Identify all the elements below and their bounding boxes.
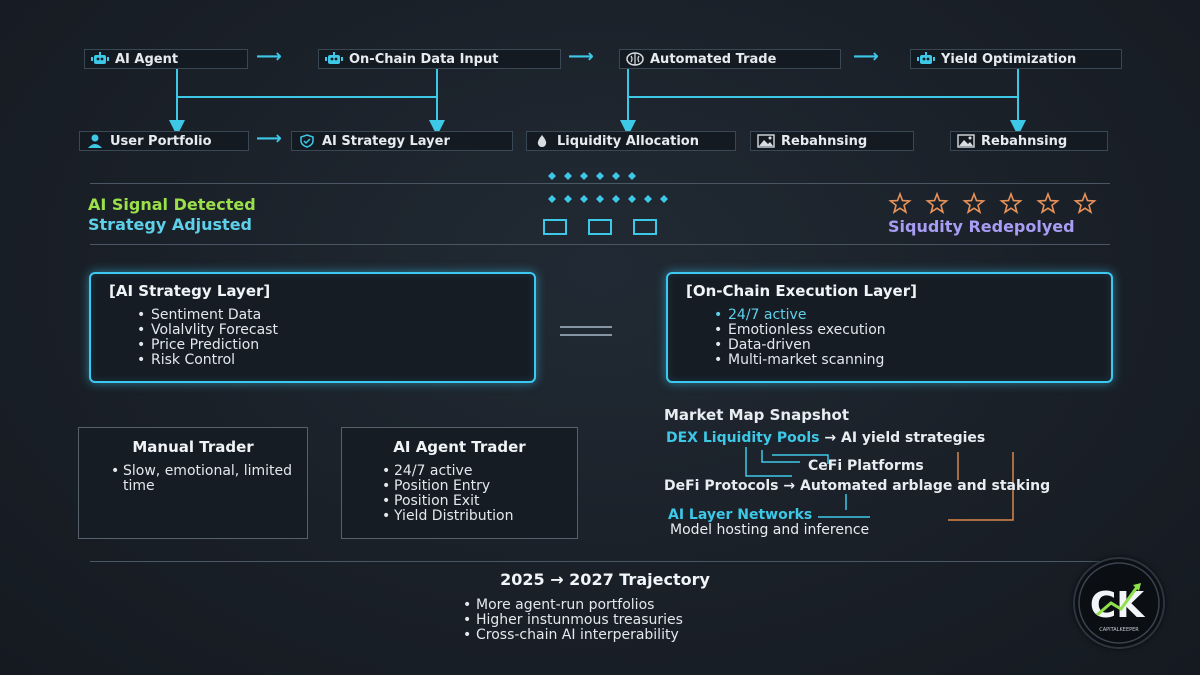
panel-title: [On-Chain Execution Layer]: [686, 282, 917, 300]
defi-label: DeFi Protocols: [664, 478, 779, 494]
robot-icon: [917, 52, 935, 66]
capitalkeeper-logo: CK CAPITALKEEPER: [1073, 557, 1165, 649]
market-map-ai-layer: AI Layer Networks: [668, 507, 813, 523]
trajectory-title: 2025 → 2027 Trajectory: [500, 570, 710, 589]
signal-liquidity-redeployed: Siqudity Redepolyed: [888, 217, 1075, 236]
flow-arrow: ⟶: [853, 46, 879, 67]
list-item: Cross-chain AI interperability: [476, 628, 683, 643]
divider: [90, 244, 1110, 245]
list-item: Volalvlity Forecast: [151, 323, 278, 338]
flow-box-label: User Portfolio: [110, 133, 212, 149]
card-list: 24/7 active Position Entry Position Exit…: [394, 464, 513, 524]
flow-box-label: Liquidity Allocation: [557, 133, 699, 149]
flow-arrow: ⟶: [256, 46, 282, 67]
brain-icon: [626, 52, 644, 66]
list-item: Position Exit: [394, 494, 513, 509]
star-icon: [1036, 192, 1060, 214]
trajectory-list: More agent-run portfolios Higher instunm…: [476, 598, 683, 643]
flow-box-label: AI Strategy Layer: [322, 133, 450, 149]
panel-list: Sentiment Data Volalvlity Forecast Price…: [151, 308, 278, 368]
logo-mark-icon: CK CAPITALKEEPER: [1078, 562, 1160, 644]
image-icon: [757, 134, 775, 148]
star-icon: [962, 192, 986, 214]
list-item: Position Entry: [394, 479, 513, 494]
signal-ai-detected: AI Signal Detected: [88, 195, 256, 214]
star-icon: [1073, 192, 1097, 214]
list-item: Data-driven: [728, 338, 886, 353]
on-chain-execution-layer-panel: [On-Chain Execution Layer] 24/7 active E…: [666, 272, 1113, 383]
list-item: Multi-market scanning: [728, 353, 886, 368]
user-icon: [86, 134, 104, 148]
signal-strategy-adjusted: Strategy Adjusted: [88, 215, 252, 234]
flow-box-label: Yield Optimization: [941, 51, 1077, 67]
flow-box-yield-optimization: Yield Optimization: [910, 49, 1122, 69]
flow-box-ai-agent: AI Agent: [84, 49, 248, 69]
flow-box-label: Automated Trade: [650, 51, 777, 67]
ai-agent-trader-card: AI Agent Trader 24/7 active Position Ent…: [341, 427, 578, 539]
panel-list: 24/7 active Emotionless execution Data-d…: [728, 308, 886, 368]
robot-icon: [91, 52, 109, 66]
market-map-cefi: CeFi Platforms: [808, 458, 924, 474]
flow-box-automated-trade: Automated Trade: [619, 49, 841, 69]
list-item: Price Prediction: [151, 338, 278, 353]
list-item: Emotionless execution: [728, 323, 886, 338]
card-title: AI Agent Trader: [393, 438, 526, 456]
star-icon: [925, 192, 949, 214]
flow-box-user-portfolio: User Portfolio: [79, 131, 249, 151]
list-item: Risk Control: [151, 353, 278, 368]
list-item: 24/7 active: [394, 464, 513, 479]
flow-box-rebalancing-2: Rebahnsing: [950, 131, 1108, 151]
flow-box-label: AI Agent: [115, 51, 179, 67]
dex-target: → AI yield strategies: [824, 430, 986, 446]
dex-label: DEX Liquidity Pools: [666, 430, 820, 446]
defi-target: → Automated arblage and staking: [783, 478, 1051, 494]
list-item: More agent-run portfolios: [476, 598, 683, 613]
ai-strategy-layer-panel: [AI Strategy Layer] Sentiment Data Volal…: [89, 272, 536, 383]
list-item: Sentiment Data: [151, 308, 278, 323]
flow-box-label: Rebahnsing: [781, 133, 868, 149]
svg-text:CAPITALKEEPER: CAPITALKEEPER: [1099, 627, 1139, 633]
flow-arrow: ⟶: [256, 128, 282, 149]
signal-indicator-graphic: [543, 172, 668, 235]
list-item: Higher instunmous treasuries: [476, 613, 683, 628]
flow-box-label: Rebahnsing: [981, 133, 1068, 149]
card-title: Manual Trader: [132, 438, 254, 456]
shield-icon: [298, 134, 316, 148]
star-icon: [888, 192, 912, 214]
image-icon: [957, 134, 975, 148]
flow-arrow: ⟶: [568, 46, 594, 67]
list-item: Slow, emotional, limited time: [123, 464, 293, 494]
divider: [90, 561, 1110, 562]
panel-title: [AI Strategy Layer]: [109, 282, 271, 300]
market-map-defi: DeFi Protocols → Automated arblage and s…: [664, 478, 1050, 494]
market-map-ai-layer-sub: Model hosting and inference: [670, 522, 870, 538]
star-icon: [999, 192, 1023, 214]
market-map-dex: DEX Liquidity Pools → AI yield strategie…: [666, 430, 985, 446]
flow-box-liquidity-allocation: Liquidity Allocation: [526, 131, 736, 151]
card-list: Slow, emotional, limited time: [123, 464, 293, 494]
flow-box-on-chain-data: On-Chain Data Input: [318, 49, 561, 69]
robot-icon: [325, 52, 343, 66]
list-item: Yield Distribution: [394, 509, 513, 524]
divider: [90, 183, 1110, 184]
flow-box-label: On-Chain Data Input: [349, 51, 499, 67]
rating-stars: [888, 192, 1097, 214]
flow-box-rebalancing-1: Rebahnsing: [750, 131, 914, 151]
manual-trader-card: Manual Trader Slow, emotional, limited t…: [78, 427, 308, 539]
drop-icon: [533, 134, 551, 148]
flow-box-ai-strategy-layer: AI Strategy Layer: [291, 131, 513, 151]
market-map-title: Market Map Snapshot: [664, 406, 850, 424]
list-item: 24/7 active: [728, 308, 886, 323]
